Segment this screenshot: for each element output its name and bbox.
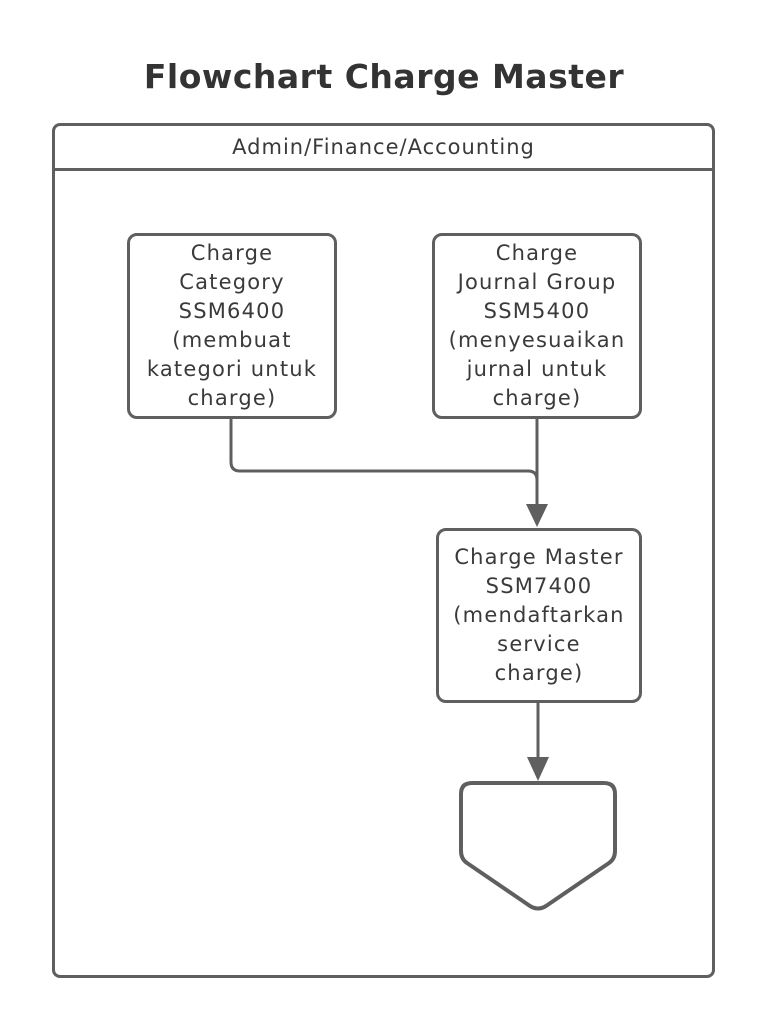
- node-charge-journal-group: Charge Journal Group SSM5400 (menyesuaik…: [432, 233, 642, 419]
- swimlane-header: Admin/Finance/Accounting: [55, 126, 712, 171]
- node-charge-journal-group-text: Charge Journal Group SSM5400 (menyesuaik…: [448, 241, 626, 410]
- node-charge-master: Charge Master SSM7400 (mendaftarkan serv…: [436, 528, 642, 703]
- node-charge-category: Charge Category SSM6400 (membuat kategor…: [127, 233, 337, 419]
- page-title: Flowchart Charge Master: [143, 57, 625, 96]
- swimlane-label: Admin/Finance/Accounting: [232, 135, 535, 159]
- node-charge-master-text: Charge Master SSM7400 (mendaftarkan serv…: [453, 545, 625, 685]
- node-charge-category-text: Charge Category SSM6400 (membuat kategor…: [146, 241, 318, 410]
